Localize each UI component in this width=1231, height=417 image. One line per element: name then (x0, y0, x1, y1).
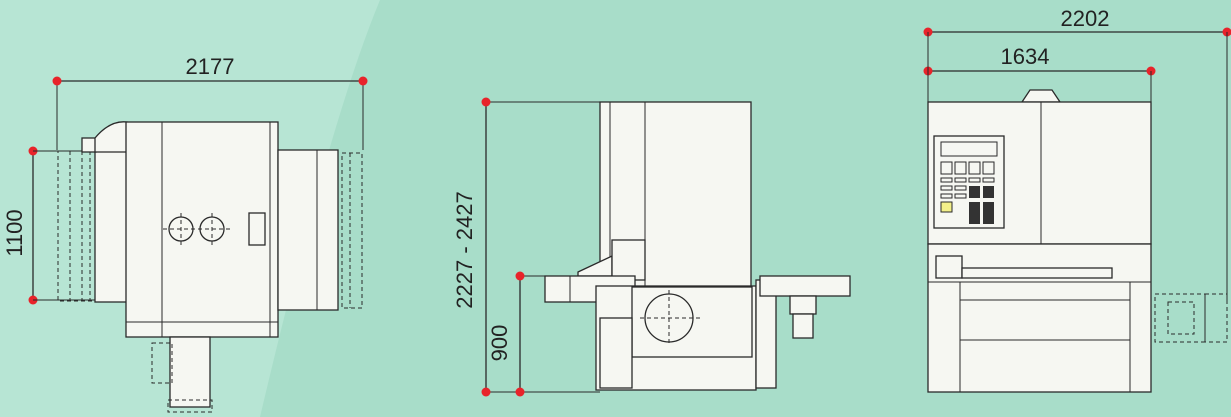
outfeed-unit (277, 149, 339, 311)
side-unit-dashed (1154, 293, 1206, 343)
front-view: 2202 1634 (923, 6, 1231, 393)
feed-motor (935, 255, 963, 279)
dim-label-2202: 2202 (1061, 6, 1110, 31)
dimension-point (481, 387, 491, 397)
keypad (940, 161, 995, 224)
top-view: 2177 1100 (2, 54, 368, 413)
conveyor-belt (961, 267, 1113, 279)
control-knob (81, 137, 97, 153)
outfeed-table-dashed (341, 152, 363, 309)
dim-label-1634: 1634 (1001, 44, 1050, 69)
dimension-point (481, 97, 491, 107)
dim-label-900: 900 (487, 325, 512, 362)
access-panel (248, 212, 266, 246)
display-screen (940, 141, 998, 157)
dust-outlet (169, 336, 211, 408)
top-vent (1020, 89, 1062, 103)
column-block (611, 239, 646, 281)
feed-ramp (577, 254, 613, 277)
dust-hood (789, 295, 817, 315)
dimension-point (358, 76, 368, 86)
dim-label-height-range: 2227 - 2427 (452, 191, 477, 308)
dimension-point (515, 271, 525, 281)
motor-housing (631, 286, 753, 358)
infeed-unit (94, 149, 128, 303)
outfeed-table-side (759, 275, 851, 297)
dimension-point (515, 387, 525, 397)
side-view: 2227 - 2427 900 (452, 97, 851, 397)
dim-label-2177: 2177 (186, 54, 235, 79)
dimension-point (52, 76, 62, 86)
dim-label-1100: 1100 (2, 209, 27, 256)
